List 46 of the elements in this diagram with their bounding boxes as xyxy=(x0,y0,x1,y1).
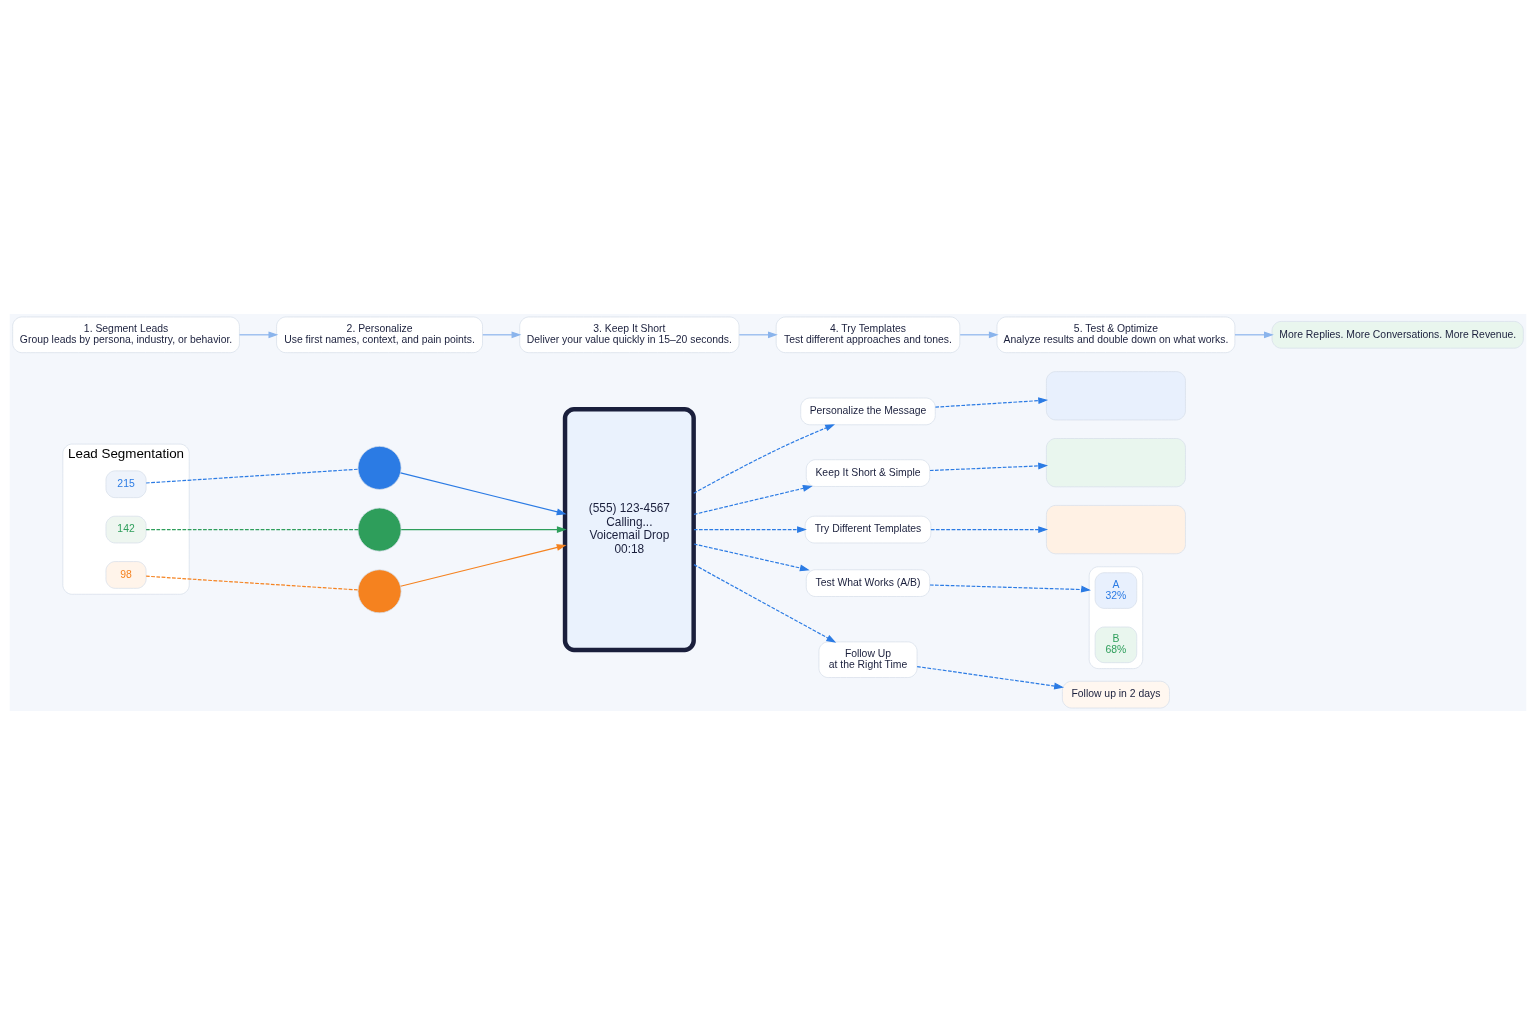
node-box: (555) 123-4567 Calling... Voicemail Drop 00:18 xyxy=(562,406,696,652)
node-box: Test What Works (A/B) xyxy=(805,568,931,597)
connector xyxy=(145,468,359,484)
node-box: 215 xyxy=(105,470,147,498)
arrow xyxy=(482,330,522,338)
node-circle xyxy=(357,445,402,490)
arrow xyxy=(929,583,1091,592)
arrow xyxy=(693,423,836,494)
arrow xyxy=(934,396,1049,408)
node-box: 5. Test & Optimize Analyze results and double down on what works. xyxy=(996,316,1236,353)
node-box: 2. Personalize Use first names, context, and pain points. xyxy=(276,316,483,353)
arrow xyxy=(693,484,813,515)
node-box xyxy=(1046,504,1186,554)
connector xyxy=(145,528,359,530)
arrow xyxy=(693,542,810,571)
node-box: Try Different Templates xyxy=(804,515,932,543)
node-box: 1. Segment Leads Group leads by persona, industry, or behavior. xyxy=(12,316,240,353)
arrow xyxy=(693,525,807,533)
node-box: 4. Try Templates Test different approaches and tones. xyxy=(775,316,961,353)
node-box: 3. Keep It Short Deliver your value quickly in 15–20 seconds. xyxy=(519,316,740,353)
arrow xyxy=(916,665,1064,689)
arrow xyxy=(959,330,999,338)
node-box: Follow Up at the Right Time xyxy=(818,641,918,678)
node-box xyxy=(1046,437,1186,487)
node-circle xyxy=(357,507,402,552)
node-box: More Replies. More Conversations. More Revenue. xyxy=(1271,320,1524,349)
arrow xyxy=(1234,330,1274,338)
arrow xyxy=(400,525,567,533)
node-circle xyxy=(357,568,402,613)
arrow xyxy=(693,563,837,643)
node-box: 142 xyxy=(105,515,147,543)
node-box: Keep It Short & Simple xyxy=(805,458,931,487)
arrow xyxy=(738,330,778,338)
node-box: A 32% xyxy=(1094,571,1138,609)
node-box: Follow up in 2 days xyxy=(1062,680,1170,708)
cluster xyxy=(1088,565,1144,669)
connector xyxy=(145,575,359,591)
arrow xyxy=(930,525,1049,533)
arrow xyxy=(400,543,567,587)
node-box: 98 xyxy=(105,560,147,589)
node-box xyxy=(1046,370,1186,420)
node-box: Personalize the Message xyxy=(800,397,936,425)
arrow xyxy=(929,462,1048,471)
node-box: B 68% xyxy=(1094,626,1138,663)
arrow xyxy=(400,471,567,515)
arrow xyxy=(238,330,279,338)
